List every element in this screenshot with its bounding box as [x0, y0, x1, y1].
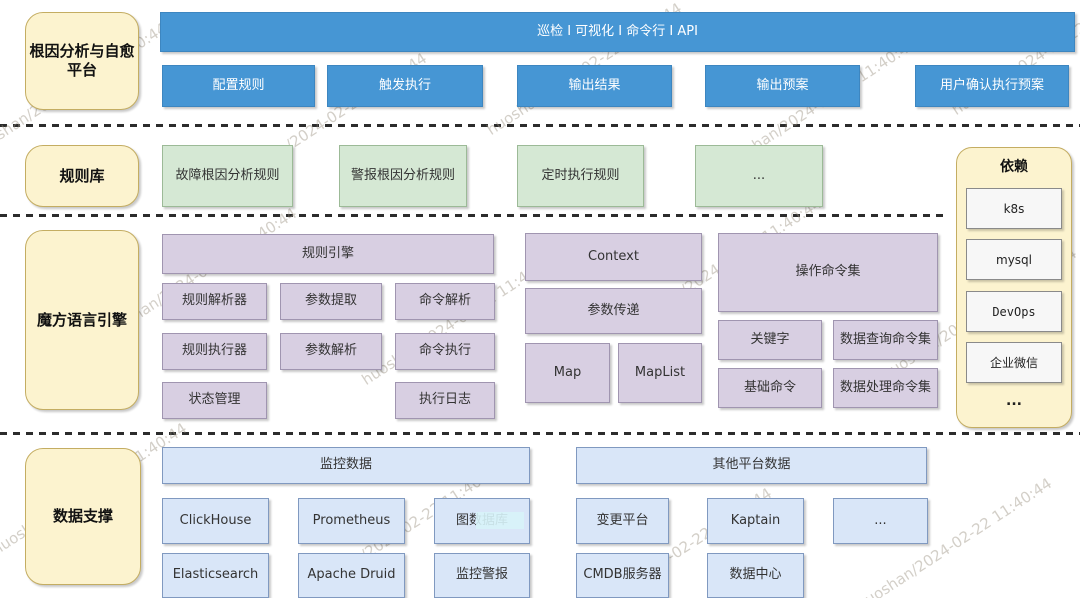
- monitor-alert-box: 监控警报: [434, 553, 530, 598]
- rules-title-box: 规则库: [25, 145, 139, 207]
- rule-executor-box: 规则执行器: [162, 333, 267, 370]
- other-more-box: ...: [833, 498, 928, 544]
- query-cmds-box: 数据查询命令集: [833, 320, 938, 360]
- graph-db-box: 图数据库: [434, 498, 530, 544]
- platform-title-line2: 平台: [66, 61, 97, 79]
- dependencies-title: 依赖: [1000, 159, 1028, 175]
- step-output-result: 输出结果: [517, 65, 672, 107]
- maplist-box: MapList: [618, 343, 702, 403]
- context-box: Context: [525, 233, 702, 281]
- section-divider: [0, 432, 1080, 435]
- apache-druid-box: Apache Druid: [298, 553, 405, 598]
- step-output-plan: 输出预案: [705, 65, 860, 107]
- keyword-box: 关键字: [718, 320, 822, 360]
- dep-wecom: 企业微信: [966, 342, 1062, 383]
- rule-parser-box: 规则解析器: [162, 283, 267, 320]
- process-cmds-box: 数据处理命令集: [833, 368, 938, 408]
- param-parse-box: 参数解析: [280, 333, 382, 370]
- engine-title-box: 魔方语言引擎: [25, 230, 139, 410]
- dep-k8s: k8s: [966, 188, 1062, 229]
- step-user-confirm-plan: 用户确认执行预案: [915, 65, 1069, 107]
- rule-scheduled: 定时执行规则: [517, 145, 644, 207]
- exec-log-box: 执行日志: [395, 382, 495, 419]
- section-divider: [0, 214, 946, 217]
- step-configure-rules: 配置规则: [162, 65, 315, 107]
- interface-bar: 巡检 I 可视化 I 命令行 I API: [160, 12, 1075, 52]
- dep-more: ...: [1006, 393, 1022, 409]
- kaptain-box: Kaptain: [707, 498, 804, 544]
- data-support-title-box: 数据支撑: [25, 448, 141, 585]
- state-mgmt-box: 状态管理: [162, 382, 267, 419]
- monitor-data-header: 监控数据: [162, 447, 530, 484]
- clickhouse-box: ClickHouse: [162, 498, 269, 544]
- map-box: Map: [525, 343, 610, 403]
- base-cmds-box: 基础命令: [718, 368, 822, 408]
- dependencies-box: 依赖 k8s mysql DevOps 企业微信 ...: [956, 147, 1072, 428]
- step-trigger-execution: 触发执行: [327, 65, 483, 107]
- cmd-parse-box: 命令解析: [395, 283, 495, 320]
- data-center-box: 数据中心: [707, 553, 804, 598]
- change-platform-box: 变更平台: [576, 498, 669, 544]
- section-divider: [0, 124, 1080, 127]
- cmdb-server-box: CMDB服务器: [576, 553, 669, 598]
- op-cmds-box: 操作命令集: [718, 233, 938, 312]
- rule-alert-root-cause: 警报根因分析规则: [339, 145, 467, 207]
- param-pass-box: 参数传递: [525, 288, 702, 334]
- prometheus-box: Prometheus: [298, 498, 405, 544]
- platform-title-box: 根因分析与自愈 平台: [25, 12, 139, 110]
- dep-devops: DevOps: [966, 291, 1062, 332]
- rule-engine-box: 规则引擎: [162, 234, 494, 274]
- rule-fault-root-cause: 故障根因分析规则: [162, 145, 293, 207]
- param-extract-box: 参数提取: [280, 283, 382, 320]
- platform-title-line1: 根因分析与自愈: [29, 42, 135, 61]
- other-platform-header: 其他平台数据: [576, 447, 927, 484]
- cmd-exec-box: 命令执行: [395, 333, 495, 370]
- elasticsearch-box: Elasticsearch: [162, 553, 269, 598]
- selection-highlight: [476, 512, 524, 529]
- dep-mysql: mysql: [966, 239, 1062, 280]
- rule-more: ...: [695, 145, 823, 207]
